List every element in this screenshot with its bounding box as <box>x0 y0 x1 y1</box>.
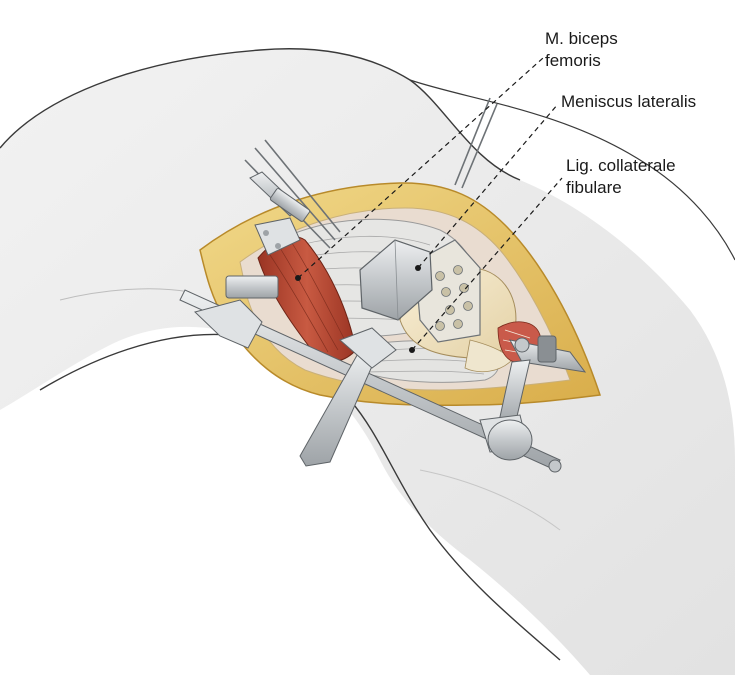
label-meniscus-lateralis: Meniscus lateralis <box>561 91 696 113</box>
leader-dot-meniscus <box>415 265 421 271</box>
label-biceps-line1: M. biceps <box>545 29 618 48</box>
label-lig-line2: fibulare <box>566 178 622 197</box>
leader-dot-ligament <box>409 347 415 353</box>
leader-dot-biceps <box>295 275 301 281</box>
leader-biceps <box>297 57 544 279</box>
kirschner-wire-pins <box>244 97 498 249</box>
alignment-rod <box>179 289 562 473</box>
label-lig-line1: Lig. collaterale <box>566 156 676 175</box>
lower-retractor <box>299 327 397 467</box>
leader-dots <box>295 265 421 353</box>
leader-ligament <box>411 177 563 351</box>
label-biceps-line2: femoris <box>545 51 601 70</box>
label-lig-collaterale: Lig. collaterale fibulare <box>566 155 676 199</box>
leader-lines <box>297 57 563 351</box>
label-meniscus-line1: Meniscus lateralis <box>561 92 697 111</box>
label-biceps-femoris: M. biceps femoris <box>545 28 618 72</box>
guide-block <box>359 239 433 321</box>
right-retractor <box>479 335 587 461</box>
retractor-instrument <box>194 171 311 349</box>
